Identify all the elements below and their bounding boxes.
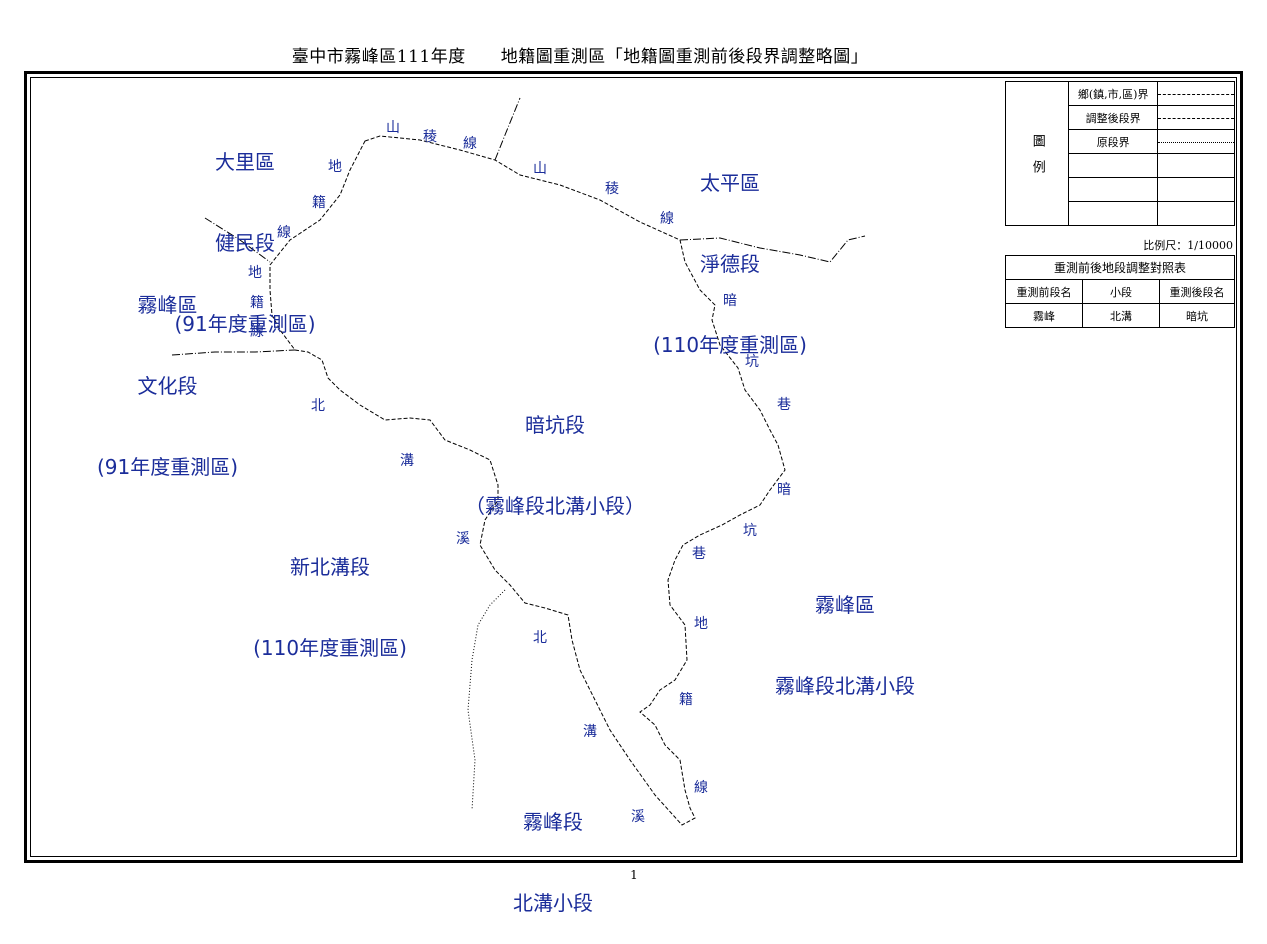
creek-char: 北	[533, 630, 547, 646]
alley-char: 巷	[777, 397, 791, 413]
map-scale: 比例尺：1/10000	[1143, 239, 1233, 252]
comparison-header: 小段	[1082, 279, 1160, 304]
cadastral-char: 線	[277, 225, 291, 241]
legend-swatch-adjusted	[1157, 105, 1235, 130]
legend-empty	[1068, 177, 1158, 202]
dali-west	[204, 217, 271, 263]
ridge-char: 線	[660, 211, 674, 227]
creek-char: 溪	[456, 531, 470, 547]
area-taiping-district: 太平區	[700, 171, 760, 195]
comparison-table: 重測前後地段調整對照表 重測前段名 小段 重測後段名 霧峰 北溝 暗坑	[1005, 255, 1235, 328]
legend-table: 圖 例 鄉(鎮,市,區)界 調整後段界 原段界	[1004, 81, 1235, 226]
legend-swatch-original	[1157, 129, 1235, 154]
area-wufeng-east-district: 霧峰區	[815, 593, 875, 617]
cadastral-char: 地	[694, 616, 708, 632]
cadastral-char: 籍	[312, 195, 326, 211]
legend-empty	[1068, 153, 1158, 178]
cadastral-char: 線	[250, 324, 264, 340]
comparison-header: 重測前段名	[1005, 279, 1083, 304]
ridge-char: 稜	[605, 181, 619, 197]
map-title: 臺中市霧峰區111年度 地籍圖重測區「地籍圖重測前後段界調整略圖」	[291, 47, 869, 67]
area-dali-district: 大里區	[215, 150, 275, 174]
alley-char: 暗	[777, 482, 791, 498]
area-wufeng-wenhua: 霧峰區 文化段 (91年度重測區)	[85, 238, 250, 508]
legend-empty	[1157, 201, 1235, 226]
page-number: 1	[630, 868, 638, 882]
legend-empty	[1068, 201, 1158, 226]
taiping-east	[679, 235, 866, 263]
boundary-lines	[171, 97, 866, 826]
legend-row-township: 鄉(鎮,市,區)界	[1068, 81, 1158, 106]
area-dali-year: (91年度重測區)	[174, 312, 316, 336]
ridge-char: 線	[463, 136, 477, 152]
legend-swatch-township	[1157, 81, 1235, 106]
ridge-char: 山	[533, 161, 547, 177]
comparison-cell: 暗坑	[1159, 303, 1235, 328]
legend-empty	[1157, 177, 1235, 202]
area-wufeng-south-subsection: 北溝小段	[513, 891, 593, 915]
comparison-header: 重測後段名	[1159, 279, 1235, 304]
area-xinbeigou-name: 新北溝段	[290, 555, 370, 579]
area-xinbeigou-year: (110年度重測區)	[253, 636, 407, 660]
alley-char: 巷	[692, 546, 706, 562]
area-dali: 大里區 健民段 (91年度重測區)	[170, 95, 320, 365]
alley-char: 坑	[743, 523, 757, 539]
area-wenhua-section: 文化段	[137, 374, 198, 398]
comparison-cell: 霧峰	[1005, 303, 1083, 328]
cadastral-char: 線	[694, 780, 708, 796]
area-ankeng-original: （霧峰段北溝小段）	[465, 494, 645, 518]
map-frame-outer	[24, 71, 1243, 863]
creek-char: 溪	[631, 809, 645, 825]
legend-row-original: 原段界	[1068, 129, 1158, 154]
alley-char: 暗	[723, 293, 737, 309]
area-taiping-year: (110年度重測區)	[653, 333, 807, 357]
comparison-title: 重測前後地段調整對照表	[1005, 255, 1235, 280]
cadastral-char: 地	[328, 159, 342, 175]
comparison-cell: 北溝	[1082, 303, 1160, 328]
area-wufeng-south: 霧峰段 北溝小段	[488, 755, 618, 944]
creek-char: 溝	[583, 724, 597, 740]
cadastral-char: 地	[248, 265, 262, 281]
legend-label: 圖 例	[1004, 81, 1070, 226]
creek-char: 北	[311, 398, 325, 414]
original-boundary	[467, 589, 506, 811]
map-frame-inner	[30, 77, 1237, 857]
area-ankeng-name: 暗坑段	[525, 413, 585, 437]
ridge-north	[494, 97, 521, 161]
area-wufeng-south-section: 霧峰段	[523, 810, 583, 834]
main-boundary	[269, 135, 786, 826]
ridge-char: 稜	[423, 129, 437, 145]
legend-row-adjusted: 調整後段界	[1068, 105, 1158, 130]
area-wenhua-year: (91年度重測區)	[96, 455, 239, 479]
area-ankeng: 暗坑段 （霧峰段北溝小段）	[440, 358, 670, 547]
area-wenhua-district: 霧峰區	[137, 293, 198, 317]
area-wufeng-east: 霧峰區 霧峰段北溝小段	[755, 538, 935, 727]
area-taiping: 太平區 淨德段 (110年度重測區)	[640, 116, 820, 386]
creek-char: 溝	[400, 453, 414, 469]
cadastral-char: 籍	[679, 692, 693, 708]
alley-char: 坑	[745, 354, 759, 370]
legend-empty	[1157, 153, 1235, 178]
area-dali-section: 健民段	[215, 231, 275, 255]
cadastral-char: 籍	[250, 295, 264, 311]
area-taiping-section: 淨德段	[700, 252, 760, 276]
area-xinbeigou: 新北溝段 (110年度重測區)	[240, 500, 420, 689]
area-wufeng-east-section: 霧峰段北溝小段	[775, 674, 915, 698]
ridge-char: 山	[386, 120, 400, 136]
